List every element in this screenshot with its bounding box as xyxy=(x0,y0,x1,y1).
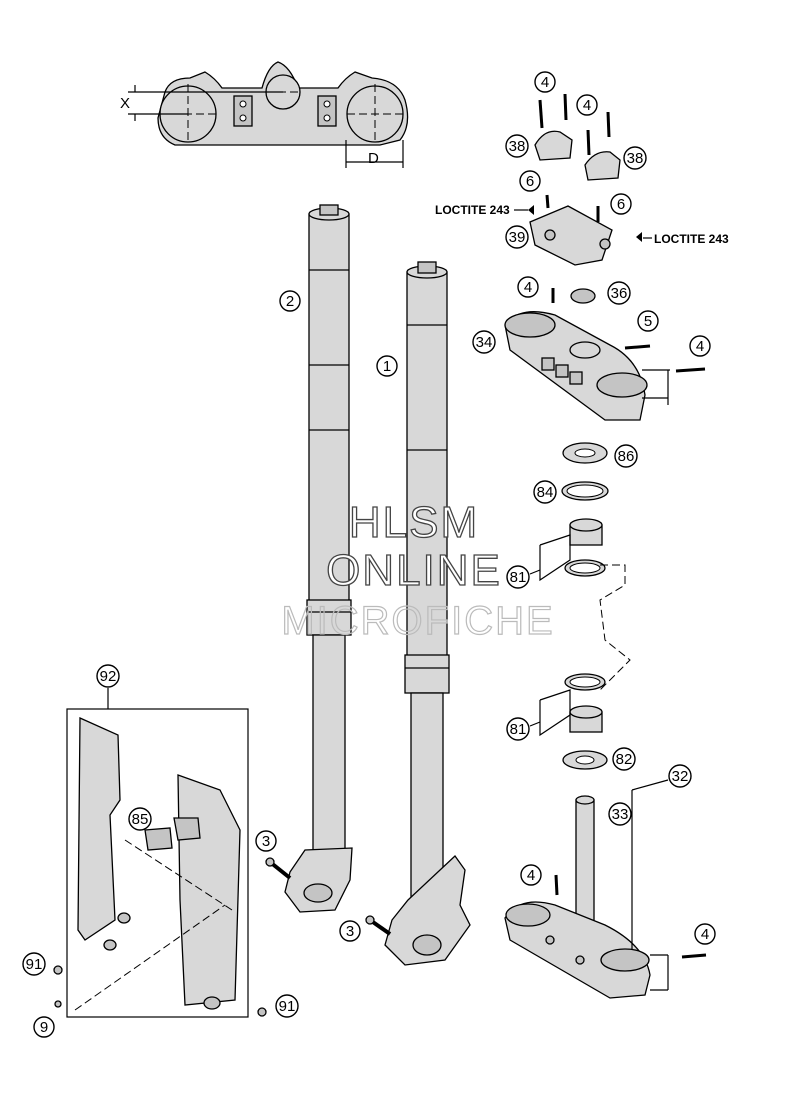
callout-39: 39 xyxy=(505,225,529,249)
svg-text:91: 91 xyxy=(279,998,296,1015)
svg-text:4: 4 xyxy=(583,97,591,114)
watermark-line-1: HLSM xyxy=(349,498,479,547)
svg-text:4: 4 xyxy=(696,338,704,355)
svg-text:2: 2 xyxy=(286,293,294,310)
callout-86: 86 xyxy=(614,444,638,468)
watermark: HLSM ONLINE MICROFICHE xyxy=(281,497,554,643)
svg-text:1: 1 xyxy=(383,358,391,375)
svg-text:6: 6 xyxy=(617,196,625,213)
svg-text:33: 33 xyxy=(612,806,629,823)
callout-34: 34 xyxy=(472,330,496,354)
svg-text:4: 4 xyxy=(541,74,549,91)
callout-33: 33 xyxy=(608,802,632,826)
svg-text:3: 3 xyxy=(346,923,354,940)
svg-text:36: 36 xyxy=(611,285,628,302)
svg-text:5: 5 xyxy=(644,313,652,330)
svg-text:81: 81 xyxy=(510,569,527,586)
callout-6: 6 xyxy=(610,193,632,215)
callout-38: 38 xyxy=(623,146,647,170)
callout-81: 81 xyxy=(506,717,530,741)
callout-4: 4 xyxy=(694,923,716,945)
bolt-3-right xyxy=(365,915,392,936)
callout-81: 81 xyxy=(506,565,530,589)
callout-4: 4 xyxy=(576,94,598,116)
callout-84: 84 xyxy=(533,480,557,504)
svg-text:91: 91 xyxy=(26,956,43,973)
callout-3: 3 xyxy=(255,830,277,852)
watermark-line-3: MICROFICHE xyxy=(281,599,554,643)
svg-text:3: 3 xyxy=(262,833,270,850)
callout-36: 36 xyxy=(607,281,631,305)
callout-4: 4 xyxy=(689,335,711,357)
fork-leg-2 xyxy=(284,204,353,913)
callout-4: 4 xyxy=(534,71,556,93)
callout-85: 85 xyxy=(128,807,152,831)
svg-text:86: 86 xyxy=(618,448,635,465)
callout-9: 9 xyxy=(33,1016,55,1038)
dimension-d-label: D xyxy=(368,150,379,167)
svg-text:38: 38 xyxy=(509,138,526,155)
bolt-3-left xyxy=(265,857,292,880)
svg-text:85: 85 xyxy=(132,811,149,828)
svg-text:84: 84 xyxy=(537,484,554,501)
triple-clamp-dimension-view: X D xyxy=(120,61,409,168)
watermark-line-2: ONLINE xyxy=(326,546,502,595)
loctite-label-left: LOCTITE 243 xyxy=(435,203,510,217)
callout-4: 4 xyxy=(520,864,542,886)
svg-text:34: 34 xyxy=(476,334,493,351)
callout-1: 1 xyxy=(376,355,398,377)
svg-text:9: 9 xyxy=(40,1019,48,1036)
fork-guard-set xyxy=(53,688,267,1018)
svg-text:32: 32 xyxy=(672,768,689,785)
dimension-x-label: X xyxy=(120,95,130,112)
svg-text:81: 81 xyxy=(510,721,527,738)
callout-2: 2 xyxy=(279,290,301,312)
callout-38: 38 xyxy=(505,134,529,158)
upper-triple-clamp xyxy=(504,288,706,421)
svg-text:4: 4 xyxy=(524,279,532,296)
svg-text:4: 4 xyxy=(527,867,535,884)
callout-32: 32 xyxy=(668,764,692,788)
handlebar-clamp-parts xyxy=(528,93,642,266)
lower-triple-clamp xyxy=(504,779,707,999)
callout-91: 91 xyxy=(275,994,299,1018)
svg-text:92: 92 xyxy=(100,668,117,685)
callout-4: 4 xyxy=(517,276,539,298)
callout-3: 3 xyxy=(339,920,361,942)
svg-text:38: 38 xyxy=(627,150,644,167)
steering-bearings xyxy=(539,442,631,770)
callout-82: 82 xyxy=(612,747,636,771)
svg-text:82: 82 xyxy=(616,751,633,768)
loctite-label-right: LOCTITE 243 xyxy=(654,232,729,246)
callouts: 4 4 38 38 6 6 LOCTITE 243 LOCTITE 243 39… xyxy=(22,71,729,1038)
callout-91: 91 xyxy=(22,952,46,976)
fork-leg-1 xyxy=(384,261,471,966)
callout-5: 5 xyxy=(637,310,659,332)
svg-text:4: 4 xyxy=(701,926,709,943)
leader-lines xyxy=(514,209,652,727)
svg-text:39: 39 xyxy=(509,229,526,246)
svg-text:6: 6 xyxy=(526,173,534,190)
callout-92: 92 xyxy=(96,664,120,688)
callout-6: 6 xyxy=(519,170,541,192)
